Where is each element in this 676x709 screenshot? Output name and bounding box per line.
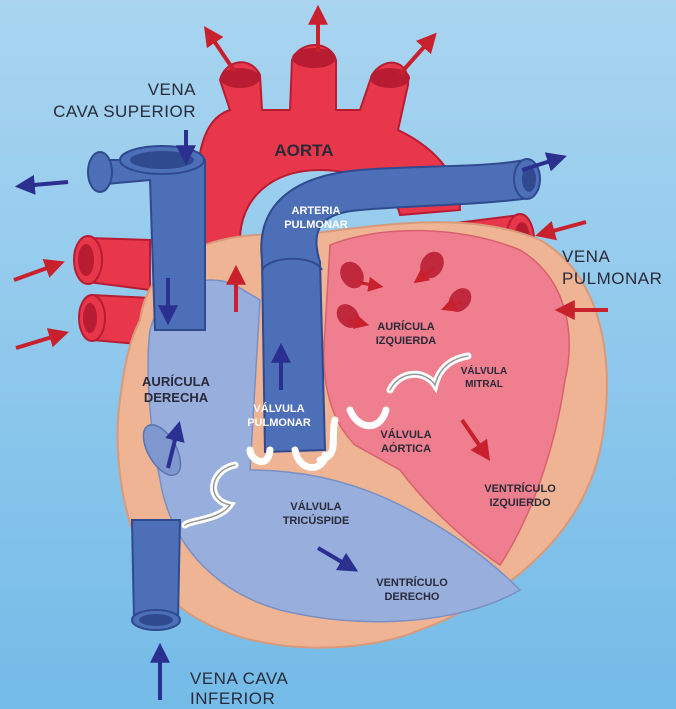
label-arteria-pulmonar-1: ARTERIA (292, 205, 341, 217)
label-ventriculo-derecho-1: VENTRÍCULO (376, 576, 448, 589)
label-vena-cava-inferior-2: INFERIOR (190, 689, 275, 708)
label-valvula-aortica-2: AÓRTICA (381, 442, 431, 455)
label-auricula-izquierda-1: AURÍCULA (377, 320, 434, 333)
label-aorta: AORTA (274, 141, 333, 160)
label-valvula-mitral-1: VÁLVULA (461, 364, 507, 377)
label-ventriculo-izquierdo-1: VENTRÍCULO (484, 482, 556, 495)
label-ventriculo-izquierdo-2: IZQUIERDO (489, 497, 551, 509)
label-valvula-aortica-1: VÁLVULA (380, 428, 431, 441)
label-arteria-pulmonar-2: PULMONAR (284, 219, 348, 231)
label-vena-pulmonar-2: PULMONAR (562, 269, 662, 288)
label-ventriculo-derecho-2: DERECHO (384, 591, 439, 603)
label-valvula-mitral-2: MITRAL (465, 379, 503, 390)
label-valvula-tricuspide-1: VÁLVULA (290, 500, 341, 513)
label-valvula-pulmonar-1: VÁLVULA (253, 402, 304, 415)
label-valvula-tricuspide-2: TRICÚSPIDE (283, 514, 350, 527)
label-auricula-derecha-1: AURÍCULA (142, 374, 210, 389)
label-auricula-derecha-2: DERECHA (144, 390, 209, 405)
label-vena-cava-inferior-1: VENA CAVA (190, 669, 289, 688)
label-auricula-izquierda-2: IZQUIERDA (376, 335, 437, 347)
label-vena-cava-superior-2: CAVA SUPERIOR (53, 102, 196, 121)
label-valvula-pulmonar-2: PULMONAR (247, 417, 311, 429)
label-vena-pulmonar-1: VENA (562, 247, 610, 266)
label-vena-cava-superior-1: VENA (148, 80, 196, 99)
